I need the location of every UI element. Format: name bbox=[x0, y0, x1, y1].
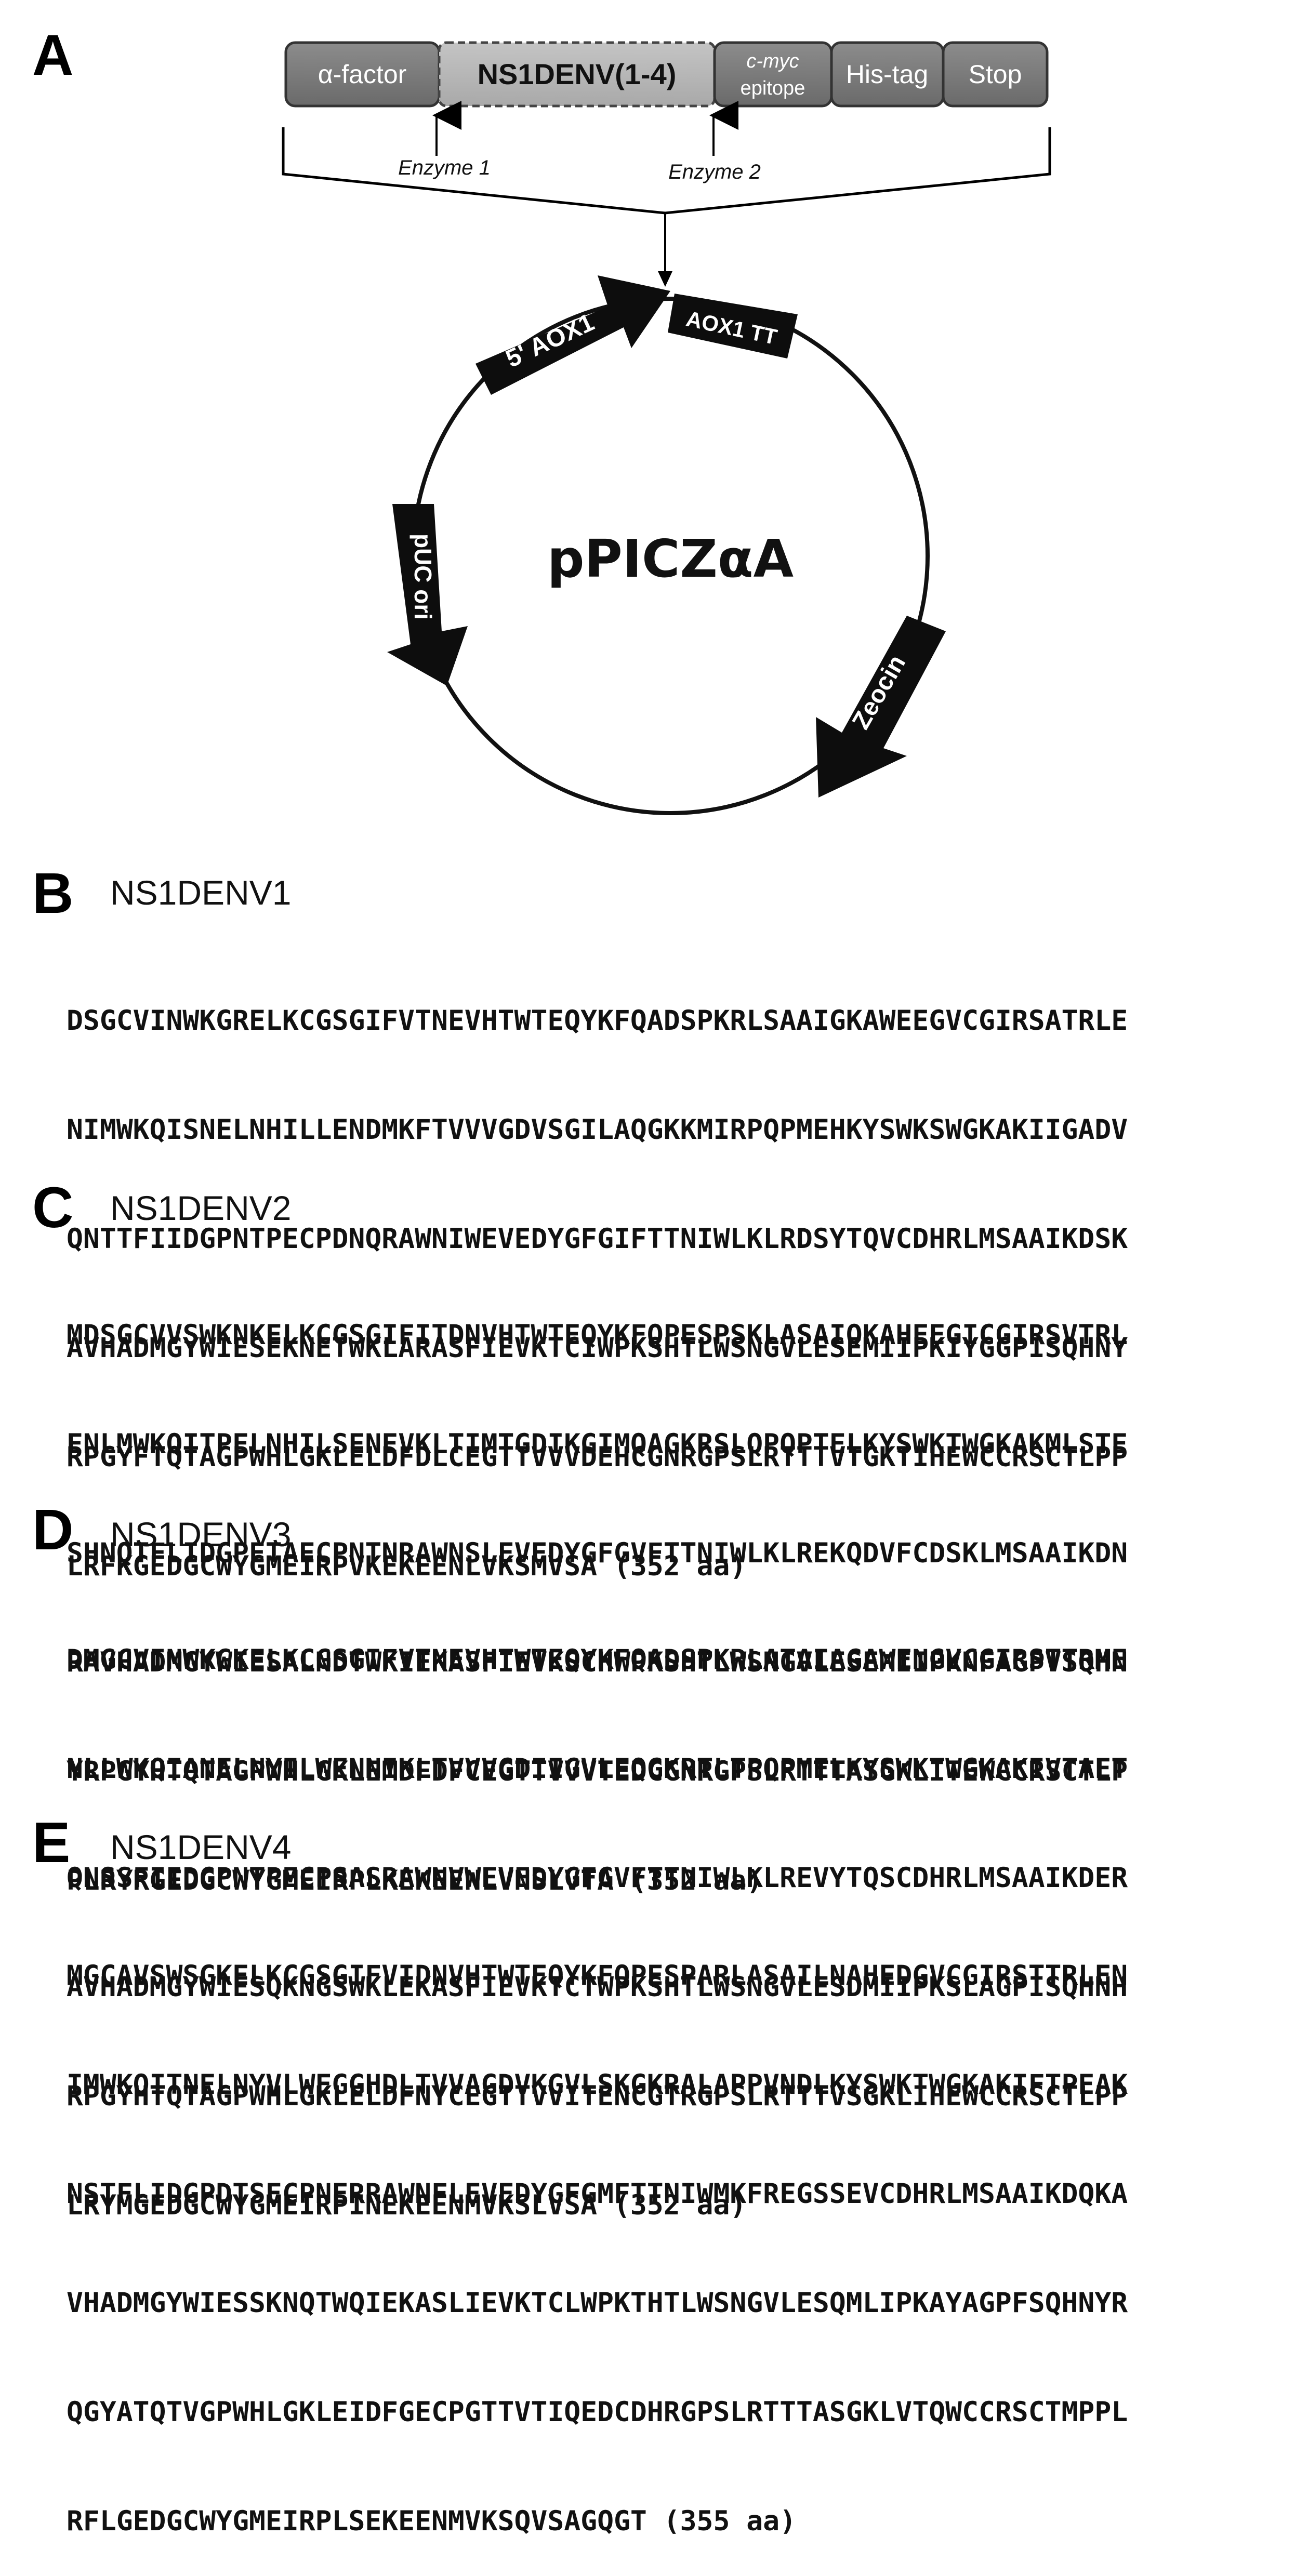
expression-cassette: α-factor NS1DENV(1-4) c-myc epitope His-… bbox=[284, 41, 1049, 108]
sequence-line: YRPGYHTQTAGPWHLGKLEMDFDFCEGTTVVVTEDCGNRG… bbox=[67, 1756, 1128, 1787]
panel-e-title: NS1DENV4 bbox=[110, 1828, 292, 1866]
panel-a-diagram: α-factor NS1DENV(1-4) c-myc epitope His-… bbox=[282, 41, 1051, 815]
stop-box bbox=[942, 41, 1049, 108]
five-prime-aox1-feature: 5' AOX1 bbox=[475, 275, 670, 395]
sequence-line: MDSGCVVSWKNKELKCGSGIFITDNVHTWTEQYKFQPESP… bbox=[67, 1319, 1128, 1351]
puc-ori-label: pUC ori bbox=[409, 534, 437, 620]
sequence-line: RFLGEDGCWYGMEIRPLSEKEENMVKSQVSAGQGT (355… bbox=[67, 2505, 796, 2537]
ns1denv-insert-label: NS1DENV(1-4) bbox=[478, 58, 677, 90]
sequence-line: PLRYRGEDGCWYGMEIRPLKEKEENLVNSLVTA (352 a… bbox=[67, 1865, 763, 1896]
sequence-line: MGCAVSWSGKELKCGSGIFVIDNVHTWTEQYKFQPESPAR… bbox=[67, 1960, 1128, 1991]
panel-b-title: NS1DENV1 bbox=[110, 873, 292, 912]
sequence-line: RPGYFTQTAGPWHLGKLELDFDLCEGTTVVVDEHCGNRGP… bbox=[67, 1441, 1128, 1473]
sequence-line: LRFKGEDGCWYGMEIRPVKEKEENLVKSMVSA (352 aa… bbox=[67, 1550, 747, 1582]
plasmid-name: pPICZαA bbox=[547, 528, 794, 589]
c-myc-label: c-myc bbox=[746, 50, 799, 72]
ns1denv-insert-box bbox=[438, 41, 716, 108]
panel-letter-d: D bbox=[32, 1498, 74, 1562]
sequence-line: DMGCVINWKGKELKCGSGIFVTNEVHTWTEQYKFQADSPK… bbox=[67, 1644, 1128, 1676]
sequence-line: NIMWKQISNELNHILLENDMKFTVVVGDVSGILAQGKKMI… bbox=[67, 1114, 1128, 1146]
sequence-line: NSTFLIDGPDTSECPNERRAWNFLEVEDYGFGMFTTNIWM… bbox=[67, 2178, 1128, 2210]
ns1denv2-sequence: MDSGCVVSWKNKELKCGSGIFITDNVHTWTEQYKFQPESP… bbox=[67, 1244, 1303, 1935]
alpha-factor-label: α-factor bbox=[318, 60, 407, 89]
enzyme2-label: Enzyme 2 bbox=[668, 161, 761, 183]
sequence-line: QNSSFIIDGPNTPECPSASRAWNVWEVEDYGFGVFTTNIW… bbox=[67, 1862, 1128, 1894]
insertion-arrow-head bbox=[658, 271, 672, 287]
aox1-tt-feature: AOX1 TT bbox=[668, 294, 798, 358]
sequence-line: QNTTFIIDGPNTPECPDNQRAWNIWEVEDYGFGIFTTNIW… bbox=[67, 1223, 1128, 1255]
sequence-line: IMWKQITNELNYVLWEGGHDLTVVAGDVKGVLSKGKRALA… bbox=[67, 2069, 1128, 2101]
ns1denv4-sequence: MGCAVSWSGKELKCGSGIFVIDNVHTWTEQYKFQPESPAR… bbox=[67, 1885, 1303, 2576]
sequence-line: SHNQTFLIDGPETAECPNTNRAWNSLEVEDYGFGVFTTNI… bbox=[67, 1537, 1128, 1569]
panel-letter-c: C bbox=[32, 1176, 74, 1240]
zeocin-feature: Zeocin bbox=[816, 616, 946, 798]
sequence-line: DSGCVINWKGRELKCGSGIFVTNEVHTWTEQYKFQADSPK… bbox=[67, 1005, 1128, 1037]
panel-a: A α-factor NS1DENV(1-4) c-myc epitope bbox=[0, 0, 1308, 852]
sequence-line: AVHADMGYWIESEKNETWKLARASFIEVKTCIWPKSHTLW… bbox=[67, 1332, 1128, 1364]
enzyme1-label: Enzyme 1 bbox=[398, 156, 491, 179]
sequence-line: ENLMWKQITPELNHILSENEVKLTIMTGDIKGIMQAGKRS… bbox=[67, 1428, 1128, 1460]
panel-letter-b: B bbox=[32, 861, 74, 925]
sequence-line: RPGYHTQTAGPWHLGKLELDFNYCEGTTVVITENCGTRGP… bbox=[67, 2080, 1128, 2112]
puc-ori-feature: pUC ori bbox=[387, 504, 468, 686]
his-tag-label: His-tag bbox=[846, 60, 928, 89]
sequence-line: NLLWKQIANELNYILWENNIKLTVVVGDIIGVLEQGKRTL… bbox=[67, 1753, 1128, 1785]
panel-letter-a: A bbox=[32, 23, 74, 87]
sequence-line: QGYATQTVGPWHLGKLEIDFGECPGTTVTIQEDCDHRGPS… bbox=[67, 2396, 1128, 2428]
ns1denv3-sequence: DMGCVINWKGKELKCGSGIFVTNEVHTWTEQYKFQADSPK… bbox=[67, 1569, 1303, 2260]
sequence-line: VHADMGYWIESSKNQTWQIEKASLIEVKTCLWPKTHTLWS… bbox=[67, 2287, 1128, 2319]
panel-letter-e: E bbox=[32, 1811, 71, 1875]
panel-c-title: NS1DENV2 bbox=[110, 1189, 292, 1227]
panel-d-title: NS1DENV3 bbox=[110, 1515, 292, 1553]
stop-label: Stop bbox=[969, 60, 1022, 89]
epitope-label: epitope bbox=[741, 77, 805, 99]
sequence-line: RAVHADMGYWIESALNDTWKIEKASFIEVKSCHWPKSHTL… bbox=[67, 1646, 1128, 1678]
sequence-line: AVHADMGYWIESQKNGSWKLEKASFIEVKTCTWPKSHTLW… bbox=[67, 1971, 1128, 2003]
ns1denv1-sequence: DSGCVINWKGRELKCGSGIFVTNEVHTWTEQYKFQADSPK… bbox=[67, 930, 1303, 1621]
